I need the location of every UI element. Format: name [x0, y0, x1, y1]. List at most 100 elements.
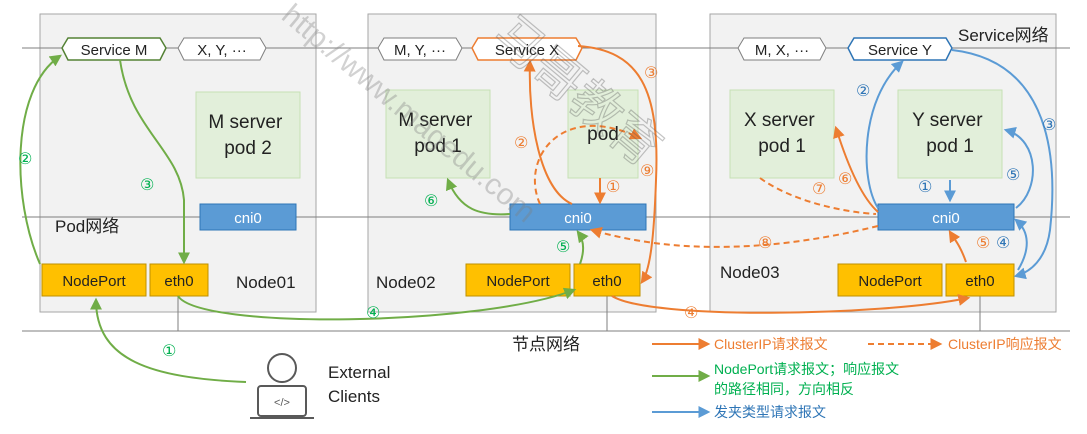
node02-service-others[interactable]: M, Y, ···	[377, 37, 463, 61]
node02-service-x[interactable]: Service X	[471, 37, 583, 61]
node03-pod-x1[interactable]: X server pod 1	[729, 89, 835, 179]
node01-nodeport[interactable]: NodePort	[41, 263, 147, 297]
pod-label: M server pod 2	[208, 112, 287, 159]
external-clients-label: External Clients	[328, 363, 395, 406]
orange-step-6: ⑥	[838, 171, 852, 188]
orange-flow	[523, 45, 971, 314]
orange-path-5	[948, 229, 967, 263]
clients-line1: External	[328, 363, 390, 382]
orange-path-4	[611, 294, 971, 314]
green-step-4: ④	[366, 305, 380, 322]
clients-line2: Clients	[328, 387, 380, 406]
service-others-label: X, Y, ···	[197, 42, 246, 59]
node02-name: Node02	[376, 273, 436, 292]
orange-step-1: ①	[606, 179, 620, 196]
green-step-5: ⑤	[556, 239, 570, 256]
pod-label: X server pod 1	[744, 110, 820, 157]
pod-line2: pod 1	[414, 136, 462, 157]
legend-nodeport: NodePort请求报文；响应报文 的路径相同，方向相反	[714, 361, 903, 397]
external-clients-icon: </>	[250, 353, 314, 419]
pod-line2: pod 1	[758, 136, 806, 157]
node03-name: Node03	[720, 263, 780, 282]
orange-path-7	[759, 177, 877, 215]
legend-clusterip-response: ClusterIP响应报文	[948, 336, 1062, 352]
orange-step-markers: ① ② ③ ④ ⑤ ⑥ ⑦ ⑧ ⑨	[514, 65, 990, 322]
blue-path-3	[951, 49, 1054, 280]
blue-step-markers: ① ② ③ ④ ⑤	[856, 83, 1056, 252]
pod-line1: Y server	[912, 110, 983, 131]
cni0-label: cni0	[932, 210, 960, 227]
cni0-label: cni0	[564, 210, 592, 227]
pod-line1: M server	[208, 112, 283, 133]
node01-name: Node01	[236, 273, 296, 292]
pod-label: pod	[587, 124, 619, 145]
orange-step-3: ③	[644, 65, 658, 82]
node01-service-others[interactable]: X, Y, ···	[177, 37, 267, 61]
orange-step-5: ⑤	[976, 235, 990, 252]
pod-line1: X server	[744, 110, 815, 131]
nodeport-label: NodePort	[62, 273, 126, 290]
node02-eth0[interactable]: eth0	[573, 263, 641, 297]
nodeport-label: NodePort	[486, 273, 550, 290]
blue-flow	[865, 49, 1054, 280]
orange-path-3	[577, 45, 658, 284]
service-x-label: Service X	[495, 42, 559, 59]
legend: ClusterIP请求报文 ClusterIP响应报文 NodePort请求报文…	[652, 336, 1062, 420]
green-step-3: ③	[140, 177, 154, 194]
green-path-1	[90, 297, 247, 383]
blue-step-3: ③	[1042, 117, 1056, 134]
node03-pod-y1[interactable]: Y server pod 1	[897, 89, 1003, 179]
blue-path-2	[865, 60, 904, 209]
orange-path-2	[523, 59, 573, 205]
green-path-4	[177, 287, 577, 321]
node02-nodeport[interactable]: NodePort	[465, 263, 571, 297]
node-network-label: 节点网络	[512, 335, 580, 354]
node03-eth0[interactable]: eth0	[945, 263, 1015, 297]
node03-nodeport[interactable]: NodePort	[837, 263, 943, 297]
service-y-label: Service Y	[868, 42, 932, 59]
node01-eth0[interactable]: eth0	[149, 263, 209, 297]
blue-step-2: ②	[856, 83, 870, 100]
pod-label: Y server pod 1	[912, 110, 988, 157]
orange-step-4: ④	[684, 305, 698, 322]
pod-line1: M server	[398, 110, 473, 131]
orange-step-7: ⑦	[812, 181, 826, 198]
blue-step-5: ⑤	[1006, 167, 1020, 184]
orange-step-8: ⑧	[758, 235, 772, 252]
pod-label: M server pod 1	[398, 110, 477, 157]
eth0-label: eth0	[164, 273, 193, 290]
eth0-label: eth0	[592, 273, 621, 290]
pod-network-label: Pod网络	[55, 217, 119, 236]
orange-path-9	[534, 125, 643, 205]
node03-service-others[interactable]: M, X, ···	[737, 37, 827, 61]
eth0-label: eth0	[965, 273, 994, 290]
code-glyph: </>	[274, 397, 290, 409]
pod-line2: pod 1	[926, 136, 974, 157]
green-path-2	[19, 54, 62, 265]
cni0-label: cni0	[234, 210, 262, 227]
green-step-6: ⑥	[424, 193, 438, 210]
node03-cni0[interactable]: cni0	[877, 203, 1015, 231]
pod-line2: pod 2	[224, 138, 272, 159]
node01-pod-m2[interactable]: M server pod 2	[195, 91, 301, 179]
blue-step-4: ④	[996, 235, 1010, 252]
green-step-2: ②	[18, 151, 32, 168]
node01-service-m[interactable]: Service M	[61, 37, 167, 61]
node02-pod-m1[interactable]: M server pod 1	[385, 89, 491, 179]
green-step-1: ①	[162, 343, 176, 360]
blue-path-5	[1003, 126, 1034, 209]
legend-hairpin: 发夹类型请求报文	[714, 404, 826, 420]
green-path-3	[119, 59, 190, 265]
node02-cni0[interactable]: cni0	[509, 203, 647, 231]
nodeport-label: NodePort	[858, 273, 922, 290]
service-m-label: Service M	[81, 42, 148, 59]
green-step-markers: ① ② ③ ④ ⑤ ⑥	[18, 151, 570, 360]
service-others-label: M, Y, ···	[394, 42, 446, 59]
node03-service-y[interactable]: Service Y	[847, 37, 953, 61]
green-path-6	[446, 177, 511, 216]
service-network-label: Service网络	[958, 26, 1049, 45]
green-flow	[19, 54, 589, 383]
legend-clusterip-request: ClusterIP请求报文	[714, 336, 828, 352]
node01-cni0[interactable]: cni0	[199, 203, 297, 231]
